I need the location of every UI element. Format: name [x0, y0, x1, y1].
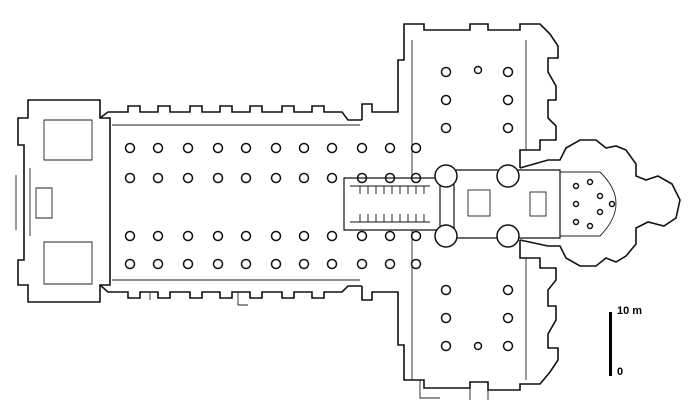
scale-bottom-label: 0: [617, 366, 624, 378]
transept-pillar: [502, 284, 514, 296]
apse-pillar: [586, 222, 594, 230]
transept: [361, 23, 559, 400]
nave-pillar: [298, 230, 310, 242]
nave-pillar: [326, 172, 338, 184]
nave-pillar: [240, 172, 252, 184]
nave-pillar: [212, 230, 224, 242]
nave-pillar: [152, 258, 164, 270]
nave-pillar: [356, 142, 368, 154]
nave-pillar: [326, 142, 338, 154]
nave-pillar: [384, 230, 396, 242]
nave-pillar: [356, 258, 368, 270]
scale-bar-line: [609, 312, 612, 376]
transept-pillar: [502, 94, 514, 106]
nave-pillar: [270, 230, 282, 242]
nave-pillar: [124, 172, 136, 184]
nave-pillars: [124, 142, 422, 270]
transept-pillar: [502, 66, 514, 78]
scale-bar: [607, 312, 613, 376]
transept-pillar: [502, 340, 514, 352]
transept-pillar: [473, 65, 483, 75]
nave-pillar: [384, 258, 396, 270]
apse-pillar: [596, 192, 604, 200]
nave-walls: [99, 105, 362, 306]
apse-pillar: [572, 182, 580, 190]
nave-pillar: [240, 230, 252, 242]
apse-pillars: [572, 178, 616, 230]
transept-pillars: [440, 65, 514, 352]
nave-pillar: [182, 172, 194, 184]
nave-pillar: [124, 142, 136, 154]
nave-pillar: [298, 142, 310, 154]
nave-pillar: [124, 230, 136, 242]
transept-pillar: [440, 94, 452, 106]
nave-pillar: [410, 172, 422, 184]
choir-apse: [343, 139, 681, 267]
nave-pillar: [326, 230, 338, 242]
scale-top-label: 10 m: [617, 305, 643, 317]
nave-pillar: [182, 142, 194, 154]
nave-pillar: [124, 258, 136, 270]
nave-pillar: [298, 258, 310, 270]
apse-pillar: [572, 200, 580, 208]
nave-pillar: [152, 172, 164, 184]
transept-pillar: [440, 284, 452, 296]
nave-pillar: [152, 230, 164, 242]
transept-pillar: [440, 66, 452, 78]
nave-pillar: [384, 172, 396, 184]
west-facade: [15, 99, 111, 303]
choir-stalls: [350, 185, 430, 223]
nave-pillar: [182, 258, 194, 270]
nave-pillar: [270, 172, 282, 184]
nave-pillar: [410, 142, 422, 154]
crossing-piers: [434, 164, 520, 248]
nave-pillar: [326, 258, 338, 270]
transept-pillar: [502, 312, 514, 324]
apse-pillar: [572, 218, 580, 226]
apse-pillar: [596, 208, 604, 216]
nave-pillar: [410, 258, 422, 270]
nave-pillar: [212, 258, 224, 270]
transept-pillar: [502, 122, 514, 134]
nave-pillar: [356, 230, 368, 242]
transept-pillar: [440, 312, 452, 324]
transept-pillar: [440, 340, 452, 352]
apse-pillar: [586, 178, 594, 186]
nave-pillar: [384, 142, 396, 154]
nave-pillar: [152, 142, 164, 154]
nave-pillar: [212, 142, 224, 154]
transept-pillar: [440, 122, 452, 134]
nave-pillar: [410, 230, 422, 242]
nave-pillar: [212, 172, 224, 184]
nave-pillar: [182, 230, 194, 242]
transept-pillar: [473, 341, 483, 351]
nave-pillar: [270, 142, 282, 154]
nave-pillar: [240, 258, 252, 270]
nave-pillar: [270, 258, 282, 270]
apse-pillar: [608, 200, 616, 208]
nave-pillar: [298, 172, 310, 184]
nave-pillar: [240, 142, 252, 154]
nave-pillar: [356, 172, 368, 184]
